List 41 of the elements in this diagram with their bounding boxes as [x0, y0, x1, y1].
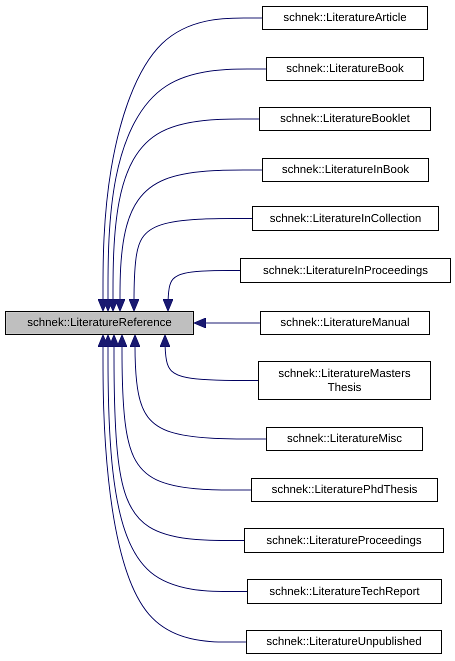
class-name: schnek::LiteratureUnpublished — [266, 635, 422, 649]
inheritance-arrow — [108, 334, 244, 541]
class-box — [260, 311, 430, 335]
class-box-highlighted — [5, 311, 194, 335]
inheritance-arrow — [114, 170, 262, 312]
class-name: schnek::LiteratureProceedings — [266, 534, 422, 548]
inheritance-arrow — [98, 18, 262, 312]
class-box — [240, 258, 451, 283]
class-name: schnek::LiteratureMasters Thesis — [277, 366, 412, 394]
class-box — [247, 579, 442, 604]
class-box — [266, 427, 423, 451]
inheritance-arrow — [108, 118, 260, 312]
inheritance-arrow — [160, 334, 258, 381]
inheritance-arrow — [102, 68, 266, 312]
class-name: schnek::LiteratureInCollection — [270, 212, 422, 226]
inheritance-arrow — [194, 318, 260, 328]
class-name: schnek::LiteratureBooklet — [280, 112, 410, 126]
class-box — [262, 6, 428, 30]
class-name: schnek::LiteratureArticle — [283, 11, 407, 25]
inheritance-arrow — [102, 334, 248, 592]
inheritance-arrow — [116, 334, 252, 490]
class-name: schnek::LiteratureInProceedings — [263, 264, 428, 278]
class-box — [262, 158, 429, 182]
class-box — [266, 57, 424, 81]
class-box — [246, 630, 442, 654]
inheritance-arrow — [98, 334, 246, 642]
inheritance-arrow — [128, 218, 252, 312]
class-box — [244, 528, 444, 553]
class-name: schnek::LiteraturePhdThesis — [272, 483, 418, 497]
class-box — [258, 361, 431, 400]
inheritance-arrow — [162, 270, 240, 312]
class-box — [252, 206, 439, 231]
class-box — [251, 478, 438, 502]
class-name: schnek::LiteratureReference — [27, 316, 172, 330]
class-name: schnek::LiteratureInBook — [282, 163, 410, 177]
class-name: schnek::LiteratureManual — [280, 316, 410, 330]
inheritance-arrow — [130, 334, 266, 440]
class-name: schnek::LiteratureBook — [286, 62, 404, 76]
class-name: schnek::LiteratureTechReport — [269, 584, 420, 598]
class-box — [259, 107, 431, 131]
class-name: schnek::LiteratureMisc — [286, 432, 402, 446]
